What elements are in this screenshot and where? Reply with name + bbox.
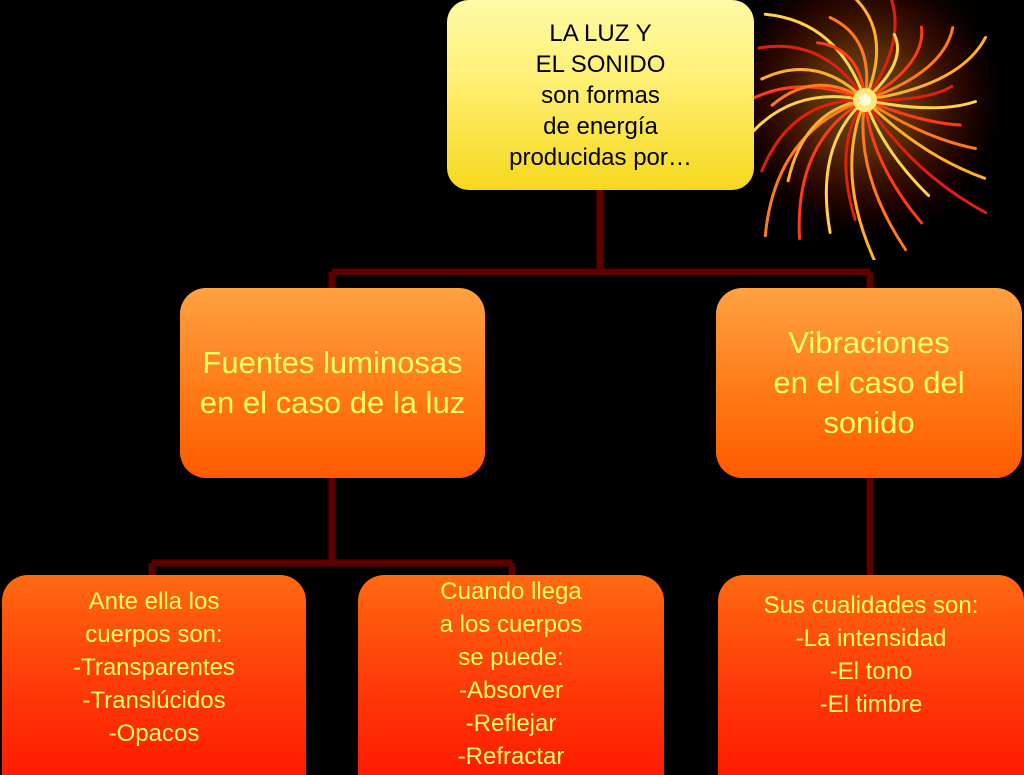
firework-ray	[863, 25, 924, 102]
firework-ray	[828, 16, 869, 102]
firework-ray	[863, 98, 987, 215]
firework-ray	[854, 0, 879, 102]
firework-ray	[861, 98, 907, 252]
leaf-node-interaction-text: Cuando llega a los cuerpos se puede: -Ab…	[439, 578, 583, 770]
leaf-node-opacity: Ante ella los cuerpos son: -Transparente…	[2, 575, 306, 775]
firework-ray	[763, 12, 867, 102]
firework-ray	[863, 35, 987, 102]
firework-ray	[863, 98, 923, 225]
firework-ray	[757, 44, 867, 102]
branch-node-sound-text: Vibraciones en el caso del sonido	[773, 325, 965, 440]
firework-ray	[763, 98, 867, 238]
firework-ray	[863, 98, 977, 110]
leaf-node-qualities-text: Sus cualidades son: -La intensidad -El t…	[763, 592, 979, 718]
firework-ray	[797, 98, 867, 240]
firework-ray	[850, 98, 876, 260]
firework-ray	[824, 98, 867, 234]
leaf-node-opacity-text: Ante ella los cuerpos son: -Transparente…	[73, 588, 235, 747]
connector-left-to-leaves	[148, 478, 516, 578]
root-node: LA LUZ Y EL SONIDO son formas de energía…	[447, 0, 754, 190]
leaf-node-qualities: Sus cualidades son: -La intensidad -El t…	[718, 575, 1024, 775]
branch-node-light: Fuentes luminosas en el caso de la luz	[180, 288, 485, 478]
firework-icon	[714, 0, 1000, 260]
firework-ray	[760, 68, 867, 102]
root-node-text: LA LUZ Y EL SONIDO son formas de energía…	[509, 19, 692, 171]
firework-ray	[863, 26, 955, 102]
firework-ray	[786, 98, 867, 183]
connector-root-to-branches	[328, 190, 874, 290]
leaf-node-interaction: Cuando llega a los cuerpos se puede: -Ab…	[358, 575, 664, 775]
firework-ray	[863, 98, 977, 150]
firework-ray	[863, 98, 987, 180]
branch-node-sound: Vibraciones en el caso del sonido	[716, 288, 1022, 478]
firework-ray	[760, 98, 867, 173]
firework-ray	[844, 98, 867, 221]
branch-node-light-text: Fuentes luminosas en el caso de la luz	[199, 345, 466, 420]
